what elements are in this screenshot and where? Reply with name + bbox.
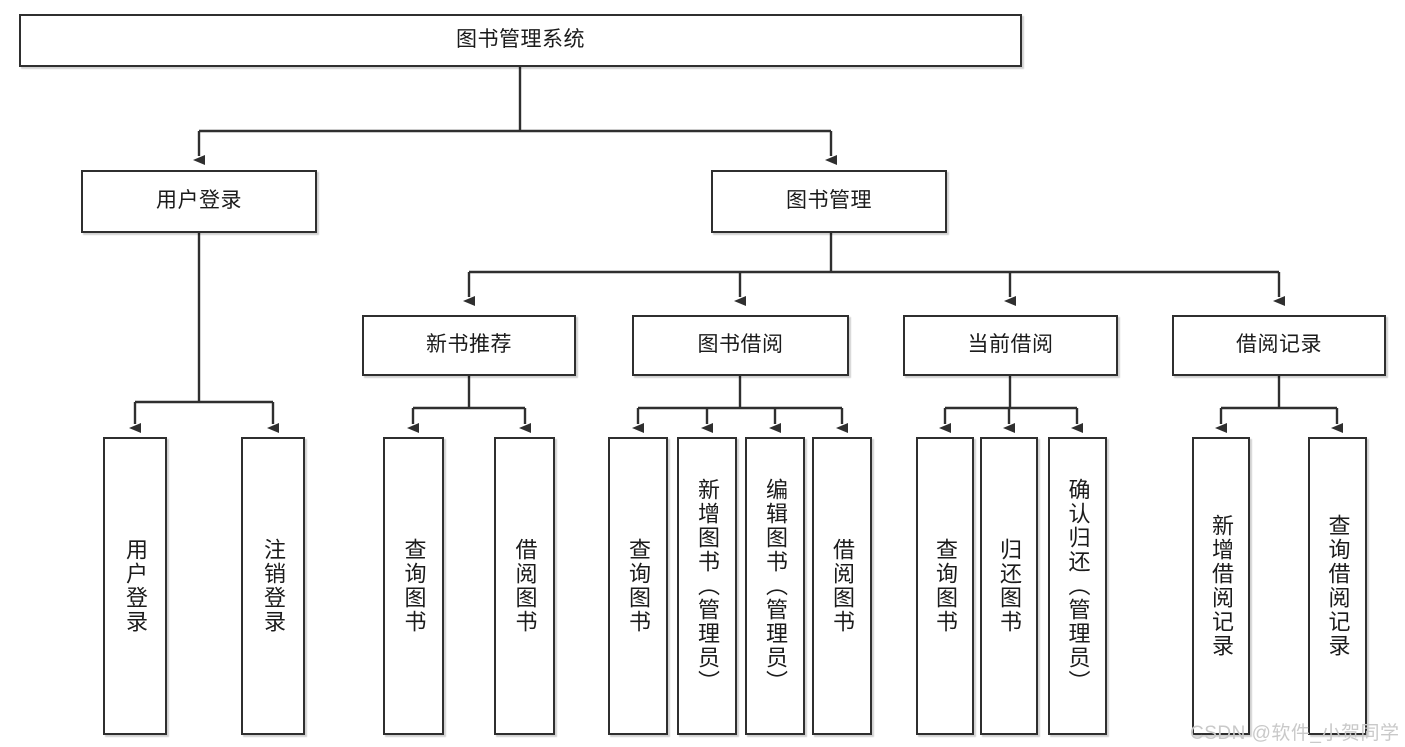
- leaf-label: 新增图书（管理员）: [695, 478, 720, 694]
- node-new-book-recommend[interactable]: 新书推荐: [362, 315, 576, 376]
- leaf-book-borrow-edit[interactable]: 编辑图书（管理员）: [745, 437, 805, 735]
- watermark: CSDN @软件_小贺同学: [1190, 723, 1400, 744]
- node-book-borrow[interactable]: 图书借阅: [632, 315, 849, 376]
- node-borrow-record[interactable]: 借阅记录: [1172, 315, 1386, 376]
- node-user-login-label: 用户登录: [156, 189, 242, 213]
- node-book-management[interactable]: 图书管理: [711, 170, 947, 233]
- leaf-book-borrow-query[interactable]: 查询图书: [608, 437, 668, 735]
- leaf-label: 归还图书: [997, 538, 1022, 634]
- leaf-label: 查询借阅记录: [1325, 514, 1351, 658]
- node-root-label: 图书管理系统: [456, 28, 585, 52]
- leaf-user-login-logout[interactable]: 注销登录: [241, 437, 305, 735]
- leaf-user-login-login[interactable]: 用户登录: [103, 437, 167, 735]
- leaf-borrow-record-add[interactable]: 新增借阅记录: [1192, 437, 1250, 735]
- node-book-borrow-label: 图书借阅: [697, 333, 784, 357]
- leaf-current-borrow-query[interactable]: 查询图书: [916, 437, 974, 735]
- leaf-label: 借阅图书: [512, 538, 538, 634]
- node-borrow-record-label: 借阅记录: [1236, 333, 1322, 357]
- leaf-label: 查询图书: [933, 538, 958, 634]
- leaf-new-book-borrow[interactable]: 借阅图书: [494, 437, 555, 735]
- node-book-management-label: 图书管理: [786, 189, 872, 213]
- leaf-new-book-query[interactable]: 查询图书: [383, 437, 444, 735]
- leaf-label: 借阅图书: [830, 538, 855, 634]
- node-root[interactable]: 图书管理系统: [19, 14, 1022, 67]
- leaf-book-borrow-add[interactable]: 新增图书（管理员）: [677, 437, 737, 735]
- leaf-borrow-record-query[interactable]: 查询借阅记录: [1308, 437, 1367, 735]
- leaf-label: 查询图书: [401, 538, 427, 634]
- leaf-label: 注销登录: [261, 538, 286, 634]
- node-current-borrow[interactable]: 当前借阅: [903, 315, 1118, 376]
- leaf-label: 编辑图书（管理员）: [763, 478, 788, 694]
- leaf-book-borrow-borrow[interactable]: 借阅图书: [812, 437, 872, 735]
- node-current-borrow-label: 当前借阅: [967, 333, 1054, 357]
- leaf-label: 新增借阅记录: [1209, 514, 1234, 658]
- node-new-book-recommend-label: 新书推荐: [426, 333, 512, 357]
- leaf-label: 用户登录: [123, 538, 148, 634]
- leaf-current-borrow-confirm-return[interactable]: 确认归还（管理员）: [1048, 437, 1107, 735]
- leaf-label: 确认归还（管理员）: [1065, 478, 1091, 694]
- leaf-label: 查询图书: [626, 538, 651, 634]
- node-user-login[interactable]: 用户登录: [81, 170, 317, 233]
- leaf-current-borrow-return[interactable]: 归还图书: [980, 437, 1038, 735]
